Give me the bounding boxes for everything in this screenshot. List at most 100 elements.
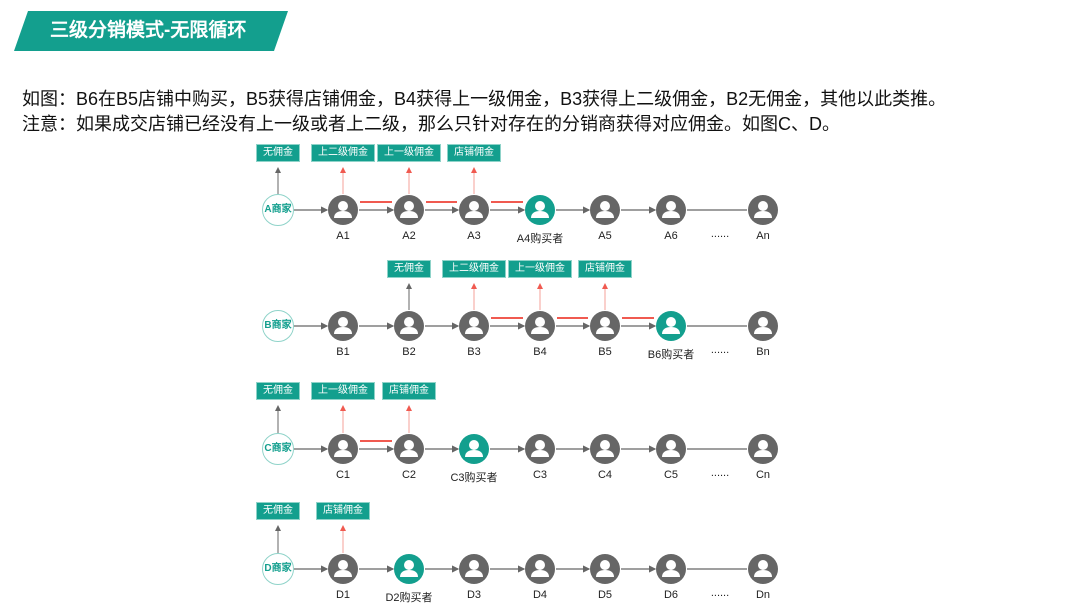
description-line-2: 注意：如果成交店铺已经没有上一级或者上二级，那么只针对存在的分销商获得对应佣金。… xyxy=(22,114,840,134)
user-icon xyxy=(531,560,549,577)
distributor-node xyxy=(656,434,686,464)
buyer-node xyxy=(525,195,555,225)
node-label: C3购买者 xyxy=(450,472,498,484)
node-label: Bn xyxy=(756,346,770,358)
user-icon xyxy=(400,317,418,334)
node-label: D4 xyxy=(532,589,548,601)
user-icon xyxy=(334,317,352,334)
distributor-node xyxy=(590,311,620,341)
user-icon xyxy=(596,440,614,457)
user-icon xyxy=(465,201,483,218)
distributor-node xyxy=(394,311,424,341)
distributor-node xyxy=(328,434,358,464)
distributor-node xyxy=(590,554,620,584)
node-label: A6 xyxy=(664,230,678,242)
user-icon xyxy=(400,201,418,218)
node-label: B2 xyxy=(402,346,416,358)
node-label: B3 xyxy=(467,346,481,358)
user-icon xyxy=(596,201,614,218)
node-label: D2购买者 xyxy=(385,592,433,604)
node-label: A2 xyxy=(402,230,416,242)
node-label: Cn xyxy=(755,469,771,481)
distributor-node xyxy=(748,311,778,341)
distributor-node xyxy=(748,195,778,225)
buyer-node xyxy=(656,311,686,341)
commission-tag: 无佣金 xyxy=(256,382,300,400)
commission-tag: 店铺佣金 xyxy=(447,144,501,162)
distributor-node xyxy=(459,195,489,225)
distributor-node xyxy=(525,434,555,464)
commission-tag: 上二级佣金 xyxy=(311,144,375,162)
commission-tag: 上二级佣金 xyxy=(442,260,506,278)
node-label: D6 xyxy=(663,589,679,601)
user-icon xyxy=(662,317,680,334)
distributor-node xyxy=(328,554,358,584)
node-label: A5 xyxy=(598,230,612,242)
commission-tag: 无佣金 xyxy=(387,260,431,278)
distributor-node xyxy=(748,554,778,584)
distributor-node xyxy=(590,434,620,464)
distributor-node xyxy=(525,554,555,584)
commission-tag: 无佣金 xyxy=(256,502,300,520)
ellipsis: ...... xyxy=(710,587,730,599)
user-icon xyxy=(400,440,418,457)
merchant-node: B商家 xyxy=(262,310,294,342)
user-icon xyxy=(334,201,352,218)
distributor-node xyxy=(459,311,489,341)
commission-tag: 店铺佣金 xyxy=(382,382,436,400)
user-icon xyxy=(596,560,614,577)
node-label: A1 xyxy=(336,230,350,242)
distributor-node xyxy=(525,311,555,341)
user-icon xyxy=(596,317,614,334)
commission-tag: 上一级佣金 xyxy=(311,382,375,400)
description-line-1: 如图：B6在B5店铺中购买，B5获得店铺佣金，B4获得上一级佣金，B3获得上二级… xyxy=(22,89,947,109)
user-icon xyxy=(400,560,418,577)
distributor-node xyxy=(459,554,489,584)
user-icon xyxy=(754,201,772,218)
user-icon xyxy=(662,560,680,577)
user-icon xyxy=(662,201,680,218)
commission-tag: 上一级佣金 xyxy=(508,260,572,278)
node-label: B1 xyxy=(336,346,350,358)
user-icon xyxy=(754,560,772,577)
merchant-node: A商家 xyxy=(262,194,294,226)
node-label: B6购买者 xyxy=(647,349,695,361)
ellipsis: ...... xyxy=(710,228,730,240)
node-label: C1 xyxy=(335,469,351,481)
buyer-node xyxy=(394,554,424,584)
node-label: C4 xyxy=(597,469,613,481)
user-icon xyxy=(531,317,549,334)
commission-tag: 无佣金 xyxy=(256,144,300,162)
distributor-node xyxy=(328,311,358,341)
commission-tag: 上一级佣金 xyxy=(377,144,441,162)
user-icon xyxy=(531,440,549,457)
node-label: An xyxy=(756,230,770,242)
node-label: B5 xyxy=(598,346,612,358)
user-icon xyxy=(465,440,483,457)
section-title-banner: 三级分销模式-无限循环 xyxy=(14,11,288,51)
ellipsis: ...... xyxy=(710,467,730,479)
user-icon xyxy=(465,317,483,334)
user-icon xyxy=(754,440,772,457)
user-icon xyxy=(334,560,352,577)
distributor-node xyxy=(656,195,686,225)
node-label: D3 xyxy=(466,589,482,601)
node-label: Dn xyxy=(755,589,771,601)
user-icon xyxy=(662,440,680,457)
distributor-node xyxy=(394,195,424,225)
node-label: A3 xyxy=(467,230,481,242)
merchant-node: C商家 xyxy=(262,433,294,465)
node-label: C2 xyxy=(401,469,417,481)
distributor-node xyxy=(656,554,686,584)
node-label: D1 xyxy=(335,589,351,601)
node-label: D5 xyxy=(597,589,613,601)
node-label: A4购买者 xyxy=(516,233,564,245)
user-icon xyxy=(754,317,772,334)
distributor-node xyxy=(590,195,620,225)
node-label: C5 xyxy=(663,469,679,481)
commission-tag: 店铺佣金 xyxy=(578,260,632,278)
distributor-node xyxy=(394,434,424,464)
user-icon xyxy=(334,440,352,457)
ellipsis: ...... xyxy=(710,344,730,356)
